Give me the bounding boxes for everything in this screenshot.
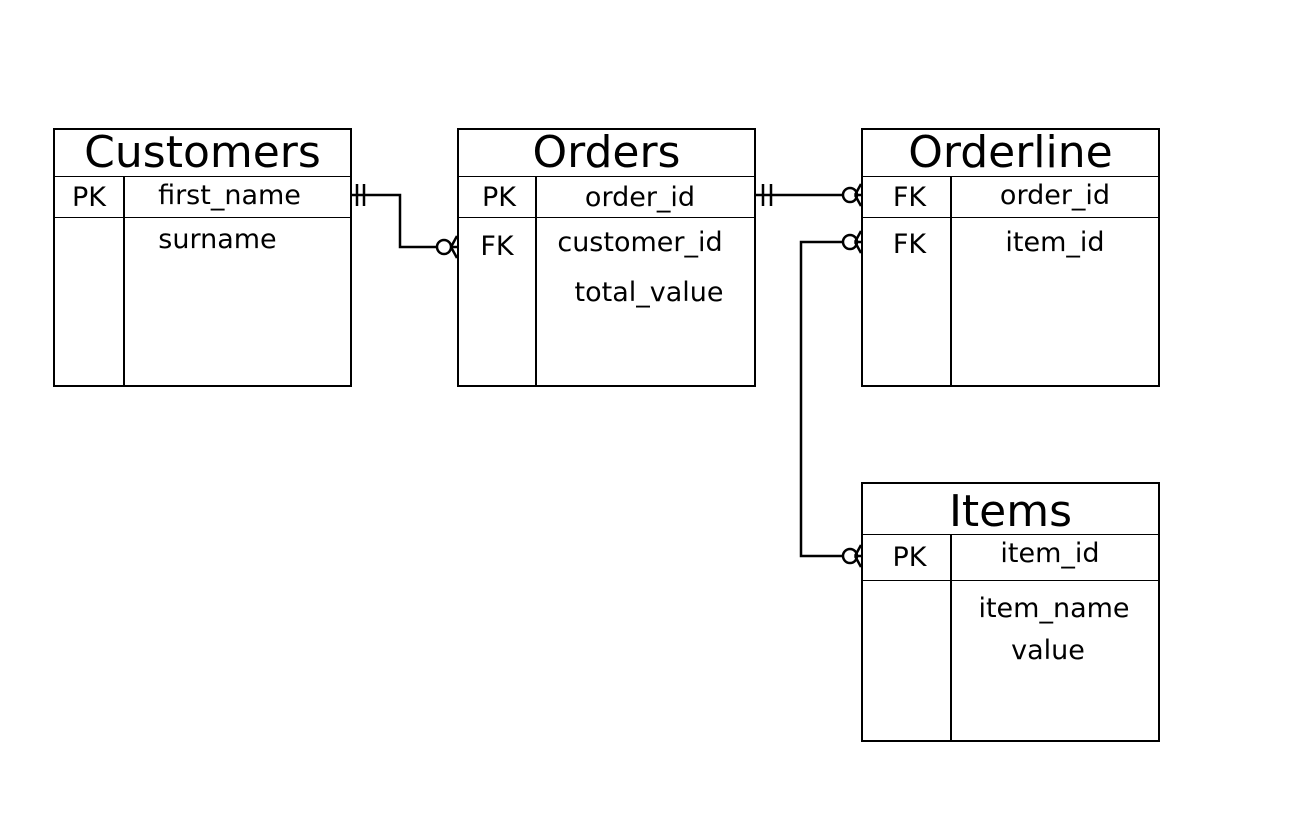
key-row [863, 177, 1158, 218]
entity-title: Orders [459, 130, 754, 177]
fk-tag: FK [892, 229, 927, 260]
key-tag: PK [72, 182, 106, 213]
entity-title: Orderline [863, 130, 1158, 177]
fk-tag: FK [480, 231, 514, 262]
column-divider [950, 177, 952, 385]
attribute: surname [158, 224, 277, 255]
entity-title: Items [863, 484, 1158, 537]
column-divider [950, 535, 952, 740]
relationship-items-orderline [799, 230, 863, 568]
attribute: total_value [574, 277, 724, 308]
key-tag: PK [482, 182, 516, 213]
key-tag: PK [892, 542, 927, 573]
relationship-customers-orders [352, 184, 459, 259]
fk-field: customer_id [557, 227, 723, 258]
key-field: first_name [158, 180, 301, 211]
key-row [55, 177, 350, 218]
key-field: order_id [999, 180, 1111, 211]
column-divider [123, 177, 125, 385]
key-tag: FK [892, 182, 927, 213]
entity-orders[interactable]: Orders PK order_id FK customer_id total_… [457, 128, 756, 387]
fk-field: item_id [1005, 227, 1105, 258]
key-row [863, 535, 1158, 581]
entity-title: Customers [55, 130, 350, 177]
key-row [459, 177, 754, 218]
entity-orderline[interactable]: Orderline FK order_id FK item_id [861, 128, 1160, 387]
entity-customers[interactable]: Customers PK first_name surname [53, 128, 352, 387]
key-field: item_id [1000, 538, 1100, 569]
key-field: order_id [584, 182, 696, 213]
attribute: item_name [978, 593, 1130, 624]
column-divider [535, 177, 537, 385]
entity-items[interactable]: Items PK item_id item_name value [861, 482, 1160, 742]
relationship-orders-orderline [756, 183, 863, 207]
attribute: value [1011, 635, 1085, 666]
